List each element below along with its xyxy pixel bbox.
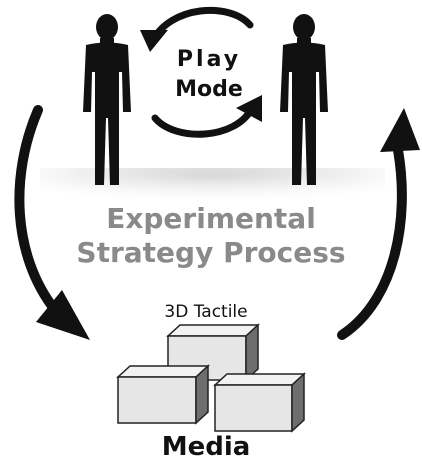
caption-line1: Experimental (106, 202, 316, 235)
media-label: Media (162, 432, 251, 462)
play-mode-line2: Mode (175, 77, 243, 102)
play-mode-line1: Play (177, 47, 241, 72)
person-right-icon (280, 14, 328, 185)
person-left-icon (83, 14, 131, 185)
arrow-to-media-icon (14, 105, 90, 340)
arrow-from-media-icon (337, 108, 420, 340)
cycle-arrows-icon (140, 6, 262, 138)
tactile-blocks-icon (116, 323, 306, 433)
media-sublabel: 3D Tactile (164, 302, 247, 322)
caption-line2: Strategy Process (76, 236, 345, 269)
